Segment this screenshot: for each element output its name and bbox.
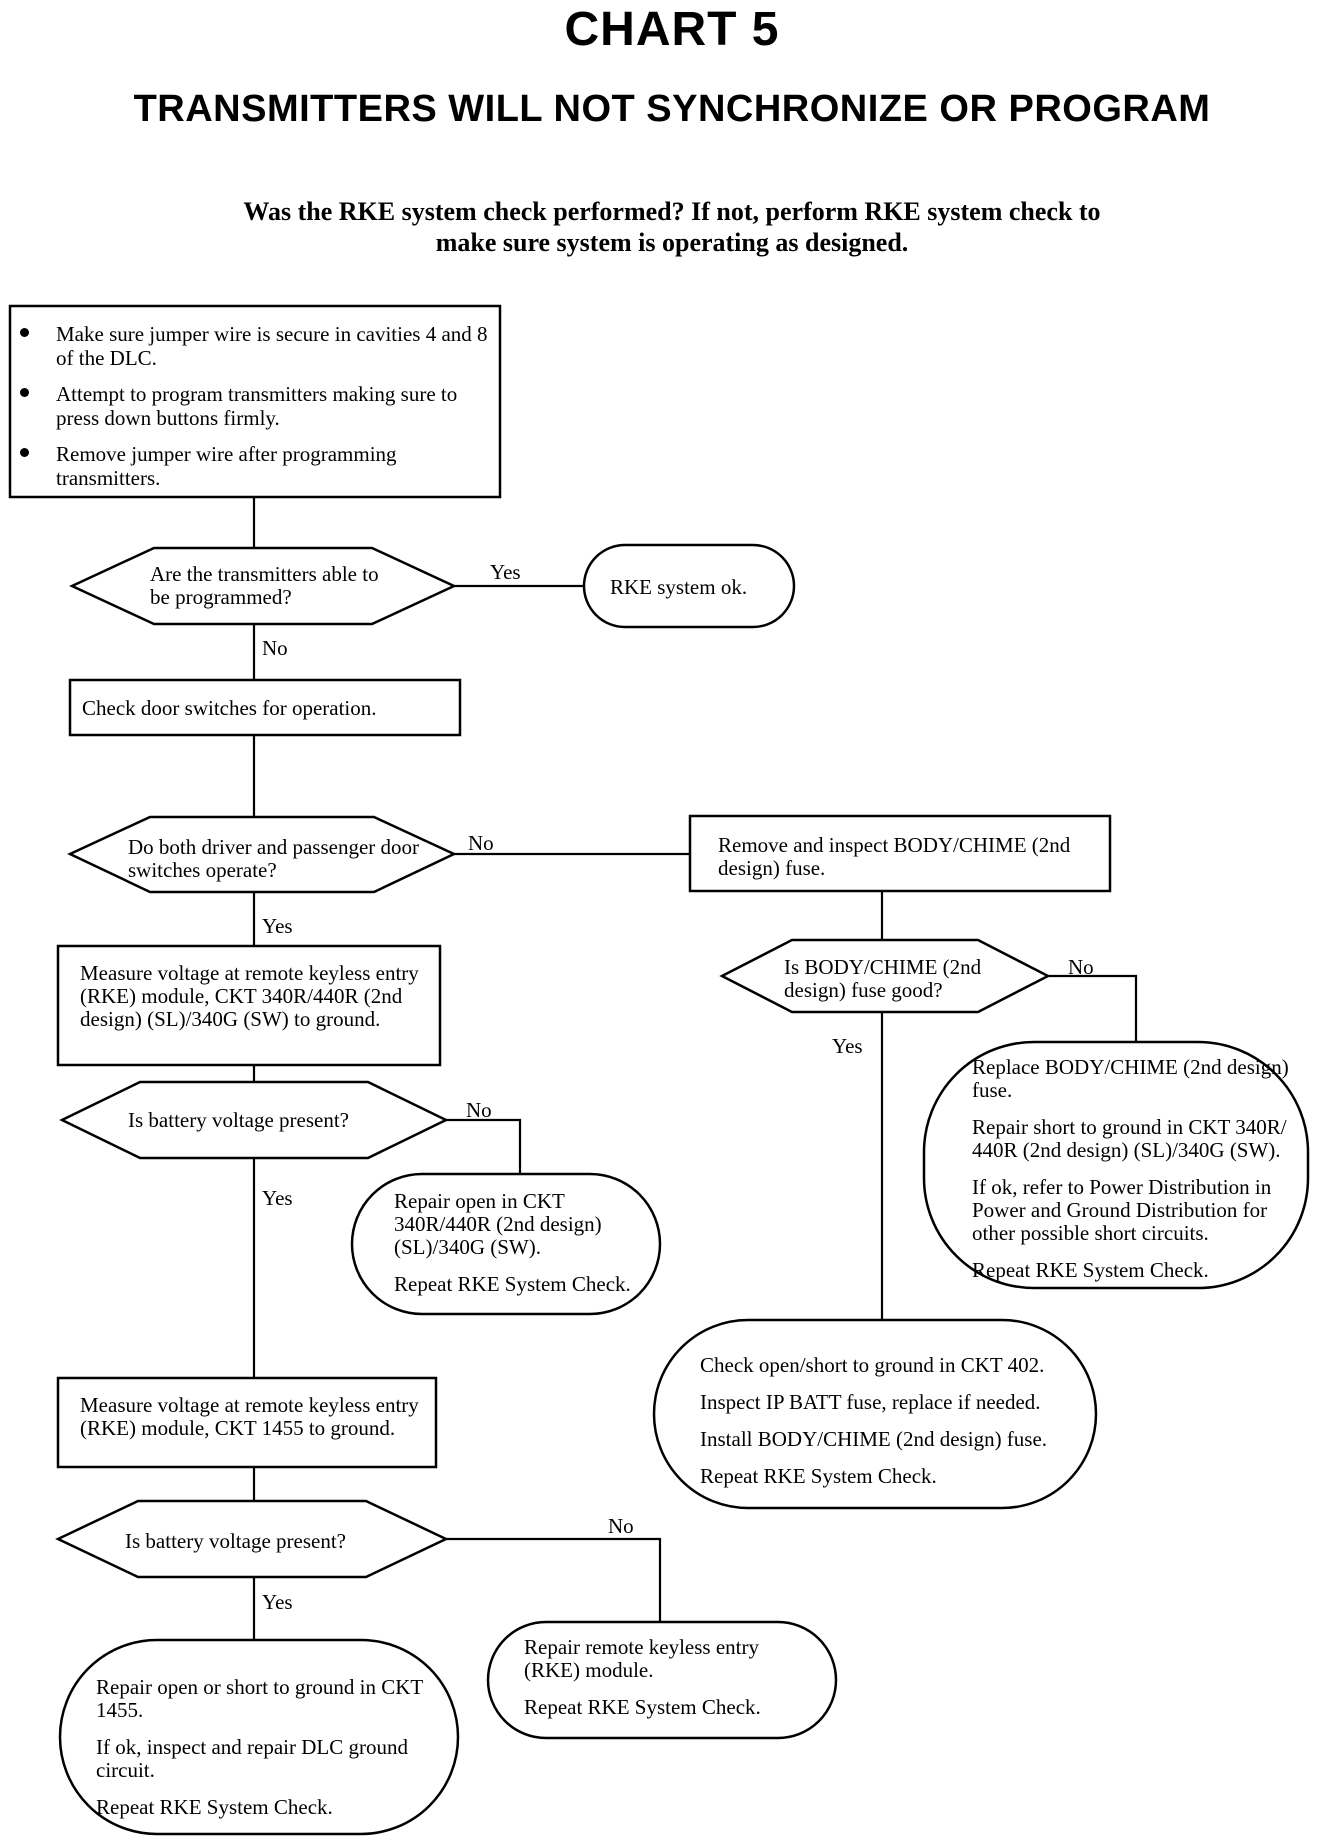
repair-1455-line: Repeat RKE System Check. [96,1795,333,1819]
decision-voltage-1-diamond [59,1080,449,1160]
decision-fuse-good-text: Is BODY/CHIME (2nd design) fuse good? [784,955,982,1002]
decision-voltage-2-diamond [55,1499,449,1579]
edge-label-no: No [1068,955,1094,979]
replace-fuse-line: Repair short to ground in CKT 340R/ 440R… [972,1115,1287,1162]
replace-fuse-text: Replace BODY/CHIME (2nd design) fuse. Re… [972,1056,1292,1282]
repair-ckt-340-text: Repair open in CKT 340R/440R (2nd design… [394,1190,644,1296]
ckt-402-line: Repeat RKE System Check. [700,1464,937,1488]
edge-label-yes: Yes [832,1034,863,1058]
repair-module-text: Repair remote keyless entry (RKE) module… [524,1636,814,1719]
replace-fuse-line: Replace BODY/CHIME (2nd design) fuse. [972,1055,1289,1102]
initial-step-item: Make sure jumper wire is secure in cavit… [12,322,502,370]
rke-ok-terminal [582,543,796,629]
initial-step-item: Attempt to program transmitters making s… [12,382,502,430]
edge-label-yes: Yes [490,560,521,584]
edge-label-yes: Yes [262,1590,293,1614]
repair-ckt-340-terminal [350,1172,662,1316]
measure-ckt-1455-box [56,1376,438,1469]
repair-ckt-1455-text: Repair open or short to ground in CKT 14… [96,1676,451,1819]
decision-programmed-text: Are the transmitters able to be programm… [150,562,379,609]
repair-340-line: Repeat RKE System Check. [394,1272,631,1296]
chart-subtitle: TRANSMITTERS WILL NOT SYNCHRONIZE OR PRO… [133,88,1211,130]
ckt-402-line: Install BODY/CHIME (2nd design) fuse. [700,1427,1048,1451]
intro-instruction: Was the RKE system check performed? If n… [243,197,1101,257]
repair-module-line: Repair remote keyless entry (RKE) module… [524,1635,759,1682]
edge-label-yes: Yes [262,1186,293,1210]
edge-label-no: No [468,831,494,855]
repair-module-line: Repeat RKE System Check. [524,1695,761,1719]
bullet-icon [20,328,29,337]
connector-q4-no [446,1118,522,1174]
decision-door-switches-text: Do both driver and passenger door switch… [128,835,420,882]
initial-steps-list: Make sure jumper wire is secure in cavit… [12,322,502,502]
edge-label-yes: Yes [262,914,293,938]
decision-programmed-diamond [69,546,457,626]
edge-label-no: No [466,1098,492,1122]
repair-module-terminal [486,1620,838,1740]
bullet-icon [20,388,29,397]
replace-fuse-terminal [922,1040,1310,1290]
replace-fuse-line: Repeat RKE System Check. [972,1258,1209,1282]
replace-fuse-line: If ok, refer to Power Distribution in Po… [972,1175,1272,1245]
decision-voltage-2-text: Is battery voltage present? [125,1529,346,1553]
check-ckt-402-terminal [652,1318,1098,1510]
connector-q5-no [446,1537,662,1622]
initial-steps-box [8,304,502,499]
chart-title: CHART 5 [564,3,780,56]
inspect-fuse-text: Remove and inspect BODY/CHIME (2nd desig… [718,833,1071,880]
repair-ckt-1455-terminal [58,1638,460,1836]
ckt-402-line: Check open/short to ground in CKT 402. [700,1353,1045,1377]
inspect-fuse-box [688,814,1112,893]
decision-door-switches-diamond [67,815,457,894]
check-door-switches-box [68,678,462,737]
decision-voltage-1-text: Is battery voltage present? [128,1108,349,1132]
repair-340-line: Repair open in CKT 340R/440R (2nd design… [394,1189,602,1259]
connector-q3-no [1048,974,1138,1042]
rke-ok-text: RKE system ok. [610,575,748,599]
check-door-switches-text: Check door switches for operation. [82,696,377,720]
initial-step-item: Remove jumper wire after programming tra… [12,442,502,490]
measure-ckt-1455-text: Measure voltage at remote keyless entry … [80,1393,419,1440]
measure-ckt-340-box [56,944,442,1067]
check-ckt-402-text: Check open/short to ground in CKT 402. I… [700,1354,1080,1488]
connectors [252,497,1138,1640]
measure-ckt-340-text: Measure voltage at remote keyless entry … [80,961,419,1031]
decision-fuse-good-diamond [719,938,1051,1014]
bullet-icon [20,448,29,457]
repair-1455-line: If ok, inspect and repair DLC ground cir… [96,1735,408,1782]
edge-label-no: No [608,1514,634,1538]
repair-1455-line: Repair open or short to ground in CKT 14… [96,1675,423,1722]
ckt-402-line: Inspect IP BATT fuse, replace if needed. [700,1390,1041,1414]
edge-label-no: No [262,636,288,660]
